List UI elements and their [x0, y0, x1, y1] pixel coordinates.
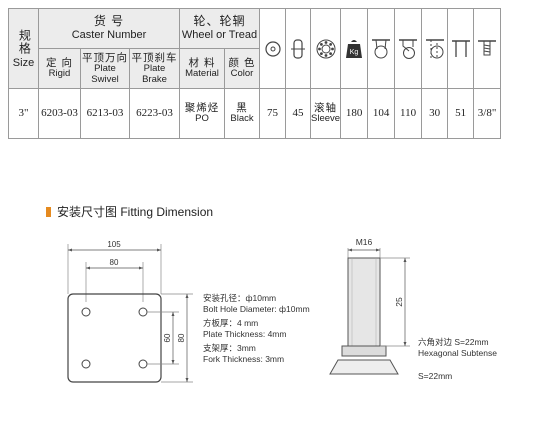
- bolt-note-cn: 安装孔径：ф10mm: [203, 293, 277, 303]
- brake-header: 平顶刹车 Plate Brake: [129, 48, 180, 89]
- material-value: 聚烯烃 PO: [179, 88, 225, 139]
- brake-header-cn: 平顶刹车: [131, 51, 178, 64]
- color-value: 黑 Black: [224, 88, 260, 139]
- fork-note-en: Fork Thickness: 3mm: [203, 354, 285, 364]
- rigid-header-en: Rigid: [48, 68, 71, 80]
- stem-length-label: 25: [394, 297, 404, 307]
- outer-height-label: 80: [177, 333, 186, 342]
- height-swivel-value: 110: [394, 88, 423, 139]
- rigid-header-cn: 定 向: [46, 57, 73, 69]
- color-header-cn: 颜 色: [228, 57, 256, 69]
- plate-gap-value: 51: [447, 88, 475, 139]
- plate-note-en: Plate Thickness: 4mm: [203, 329, 287, 339]
- offset-icon: [421, 8, 449, 89]
- thread-stem-icon: [473, 8, 502, 89]
- hole-height-label: 60: [163, 333, 172, 342]
- wheel-front-icon: [285, 8, 311, 89]
- caster-number-header: 货 号 Caster Number: [38, 8, 180, 49]
- section-title: 安装尺寸图 Fitting Dimension: [46, 203, 213, 220]
- material-header-en: Material: [185, 68, 219, 80]
- brake-value: 6223-03: [129, 88, 180, 139]
- diameter-value: 75: [259, 88, 286, 139]
- hole-width-label: 80: [110, 258, 119, 267]
- plate-drawing: 105 80 60 80: [67, 240, 193, 383]
- section-title-text: 安装尺寸图 Fitting Dimension: [57, 205, 214, 219]
- stem-drawing: M16 25: [329, 237, 410, 375]
- swivel-header-en: Plate Swivel: [91, 62, 119, 85]
- load-value: 180: [340, 88, 369, 139]
- height-rigid-icon: [367, 8, 396, 89]
- bearing-value-cn: 滚轴: [314, 102, 338, 114]
- offset-value: 30: [421, 88, 449, 139]
- swivel-header-cn: 平顶万向: [82, 51, 128, 64]
- load-weight-icon: Kg: [340, 8, 369, 89]
- stem-notes: 六角对边 S=22mm Hexagonal Subtense S=22mm: [418, 337, 497, 382]
- hex-note-cn: 六角对边 S=22mm: [418, 337, 489, 347]
- section-bullet-icon: [46, 206, 51, 217]
- size-value: 3": [8, 88, 39, 139]
- material-header: 材 料 Material: [179, 48, 225, 89]
- outer-width-label: 105: [107, 240, 121, 249]
- bearing-value: 滚轴 Sleeve: [309, 88, 342, 139]
- swivel-header: 平顶万向 Plate Swivel: [80, 48, 130, 89]
- size-header: 规格 Size: [8, 8, 39, 89]
- caster-number-en: Caster Number: [71, 29, 147, 42]
- height-rigid-value: 104: [367, 88, 396, 139]
- material-header-cn: 材 料: [188, 57, 216, 69]
- color-value-en: Black: [230, 113, 254, 125]
- brake-header-en: Plate Brake: [142, 62, 167, 85]
- swivel-value: 6213-03: [80, 88, 130, 139]
- width-value: 45: [285, 88, 311, 139]
- size-header-en: Size: [12, 57, 35, 70]
- table-row: 3" 6203-03 6213-03 6223-03 聚烯烃 PO 黑 Blac…: [8, 88, 502, 139]
- bearing-value-en: Sleeve: [311, 113, 341, 125]
- s-value-note: S=22mm: [418, 371, 453, 381]
- size-header-cn: 规格: [17, 29, 32, 56]
- material-value-en: PO: [195, 113, 209, 125]
- wheel-header: 轮、轮辋 Wheel or Tread: [179, 8, 260, 49]
- caster-number-cn: 货 号: [93, 14, 125, 29]
- plate-gap-icon: [447, 8, 475, 89]
- bolt-note-en: Bolt Hole Diameter: ф10mm: [203, 304, 310, 314]
- spec-table: 规格 Size 货 号 Caster Number 轮、轮辋 Wheel or …: [8, 8, 502, 139]
- plate-notes: 安装孔径：ф10mm Bolt Hole Diameter: ф10mm 方板厚…: [203, 293, 310, 365]
- hex-note-en: Hexagonal Subtense: [418, 348, 497, 358]
- material-value-cn: 聚烯烃: [184, 102, 220, 114]
- bearing-icon: [309, 8, 342, 89]
- rigid-header: 定 向 Rigid: [38, 48, 81, 89]
- plate-note-cn: 方板厚：4 mm: [203, 318, 259, 328]
- color-header: 颜 色 Color: [224, 48, 260, 89]
- rigid-value: 6203-03: [38, 88, 81, 139]
- color-header-en: Color: [230, 68, 254, 80]
- wheel-header-en: Wheel or Tread: [181, 29, 258, 42]
- fork-note-cn: 支架厚：3mm: [203, 343, 256, 353]
- wheel-header-cn: 轮、轮辋: [193, 14, 246, 29]
- kg-label: Kg: [350, 49, 359, 56]
- thread-label: M16: [356, 237, 373, 247]
- height-swivel-icon: [394, 8, 423, 89]
- wheel-side-icon: [259, 8, 286, 89]
- thread-value: 3/8": [473, 88, 502, 139]
- color-value-cn: 黑: [236, 102, 248, 114]
